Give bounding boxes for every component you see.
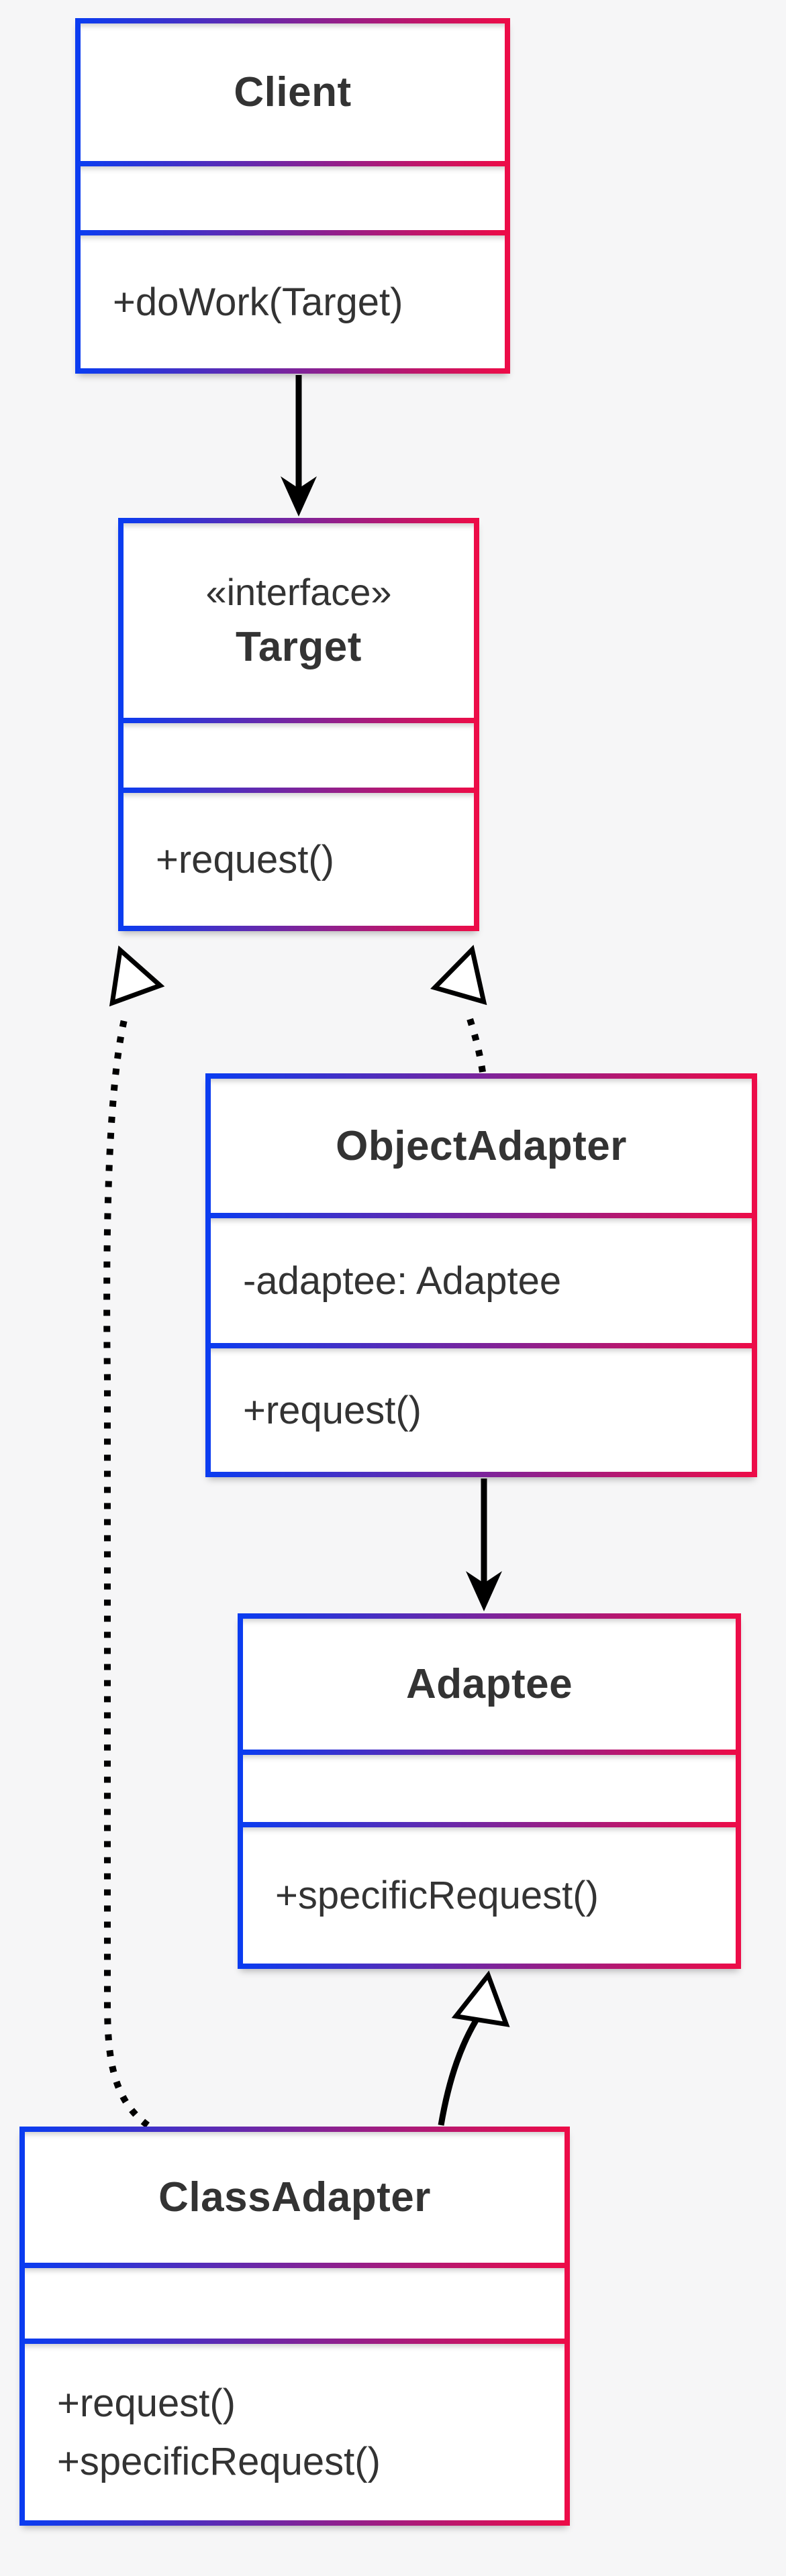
edge-objectadapter-adaptee-arrowhead-icon	[466, 1571, 502, 1611]
class-name: ClassAdapter	[158, 2174, 431, 2220]
compartment-divider	[25, 2339, 564, 2344]
class-name: Client	[234, 69, 352, 115]
class-methods-section: +request() +specificRequest()	[25, 2344, 564, 2520]
class-box-adaptee: Adaptee +specificRequest()	[238, 1613, 741, 1969]
class-box-objectadapter: ObjectAdapter -adaptee: Adaptee +request…	[205, 1073, 757, 1477]
class-name: Target	[236, 624, 362, 670]
edge-classadapter-target-triangle-icon	[109, 945, 165, 1007]
class-title-section: Client	[81, 23, 505, 161]
class-method: +request()	[57, 2381, 236, 2425]
class-attributes-section	[81, 166, 505, 230]
class-name: ObjectAdapter	[336, 1122, 627, 1169]
class-box-client: Client +doWork(Target)	[75, 18, 510, 374]
class-name: Adaptee	[405, 1661, 573, 1707]
class-method: +request()	[243, 1388, 422, 1432]
compartment-divider	[124, 788, 474, 793]
compartment-divider	[243, 1822, 736, 1827]
class-method: +specificRequest()	[275, 1874, 599, 1917]
compartment-divider	[81, 161, 505, 166]
class-methods-section: +request()	[124, 793, 474, 926]
class-methods-section: +doWork(Target)	[81, 235, 505, 368]
class-methods-section: +request()	[211, 1348, 752, 1472]
class-attributes-section	[25, 2268, 564, 2339]
class-method: +specificRequest()	[57, 2439, 381, 2483]
class-methods-section: +specificRequest()	[243, 1827, 736, 1964]
class-attributes-section: -adaptee: Adaptee	[211, 1218, 752, 1343]
edge-classadapter-adaptee-line	[438, 2019, 479, 2126]
edge-client-target-arrowhead-icon	[281, 476, 317, 517]
compartment-divider	[211, 1343, 752, 1348]
edge-classadapter-adaptee-triangle-icon	[451, 1970, 510, 2027]
class-title-section: «interface» Target	[124, 523, 474, 718]
edge-objectadapter-target-triangle-icon	[430, 945, 487, 1006]
compartment-divider	[243, 1750, 736, 1755]
edge-objectadapter-target-line	[464, 1009, 486, 1073]
class-attributes-section	[124, 723, 474, 788]
class-box-target: «interface» Target +request()	[118, 518, 479, 931]
class-title-section: ObjectAdapter	[211, 1079, 752, 1213]
class-title-section: Adaptee	[243, 1619, 736, 1750]
class-method: +request()	[156, 837, 334, 881]
compartment-divider	[124, 718, 474, 723]
compartment-divider	[25, 2263, 564, 2268]
class-attributes-section	[243, 1755, 736, 1822]
class-title-section: ClassAdapter	[25, 2132, 564, 2263]
compartment-divider	[81, 230, 505, 235]
compartment-divider	[211, 1213, 752, 1218]
class-method: +doWork(Target)	[113, 280, 403, 324]
class-box-classadapter: ClassAdapter +request() +specificRequest…	[19, 2127, 570, 2526]
edge-classadapter-target-line	[103, 1013, 150, 2129]
class-attribute: -adaptee: Adaptee	[243, 1258, 562, 1303]
class-stereotype: «interface»	[205, 571, 392, 613]
